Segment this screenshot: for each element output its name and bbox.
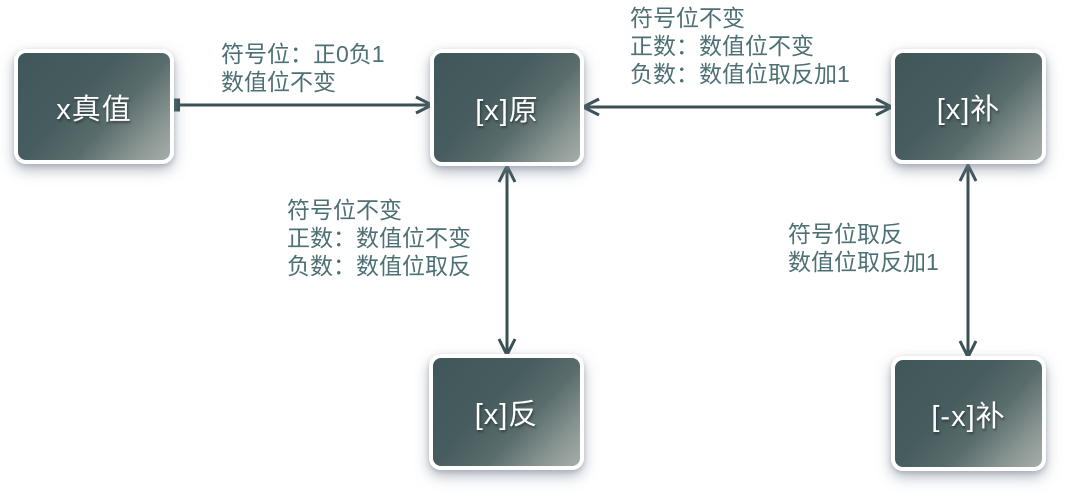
arrow-true-to-original	[167, 95, 436, 115]
node-true-value-label: x真值	[56, 93, 132, 126]
arrow-original-inverse	[497, 162, 517, 359]
node-original-code-label: [x]原	[475, 94, 539, 127]
node-inverse-code-label: [x]反	[474, 399, 539, 431]
edge-label-true-to-original: 符号位：正0负1 数值位不变	[221, 40, 385, 96]
node-complement-code-label: [x]补	[936, 93, 1001, 126]
edge-label-line: 符号位：正0负1	[221, 41, 385, 67]
node-inverse-code: [x]反	[429, 354, 584, 470]
edge-label-line: 正数：数值位不变	[630, 33, 814, 59]
node-negative-complement-code-label: [-x]补	[931, 400, 1006, 433]
arrow-complement-neg-complement	[958, 161, 978, 361]
edge-label-line: 符号位取反	[788, 221, 903, 247]
edge-label-line: 负数：数值位取反	[287, 253, 471, 279]
edge-label-line: 符号位不变	[287, 197, 402, 223]
node-original-code: [x]原	[430, 49, 584, 166]
edge-label-line: 数值位取反加1	[788, 249, 939, 275]
node-negative-complement-code: [-x]补	[891, 356, 1046, 471]
edge-label-original-inverse: 符号位不变 正数：数值位不变 负数：数值位取反	[287, 196, 471, 280]
edge-label-line: 正数：数值位不变	[287, 225, 471, 251]
node-complement-code: [x]补	[891, 49, 1046, 164]
edge-label-line: 负数：数值位取反加1	[630, 61, 850, 87]
node-true-value: x真值	[14, 49, 174, 164]
edge-label-original-complement: 符号位不变 正数：数值位不变 负数：数值位取反加1	[630, 4, 850, 88]
arrow-original-complement	[579, 97, 896, 117]
edge-label-line: 符号位不变	[630, 5, 745, 31]
edge-label-line: 数值位不变	[221, 69, 336, 95]
edge-label-complement-neg-complement: 符号位取反 数值位取反加1	[788, 220, 939, 276]
